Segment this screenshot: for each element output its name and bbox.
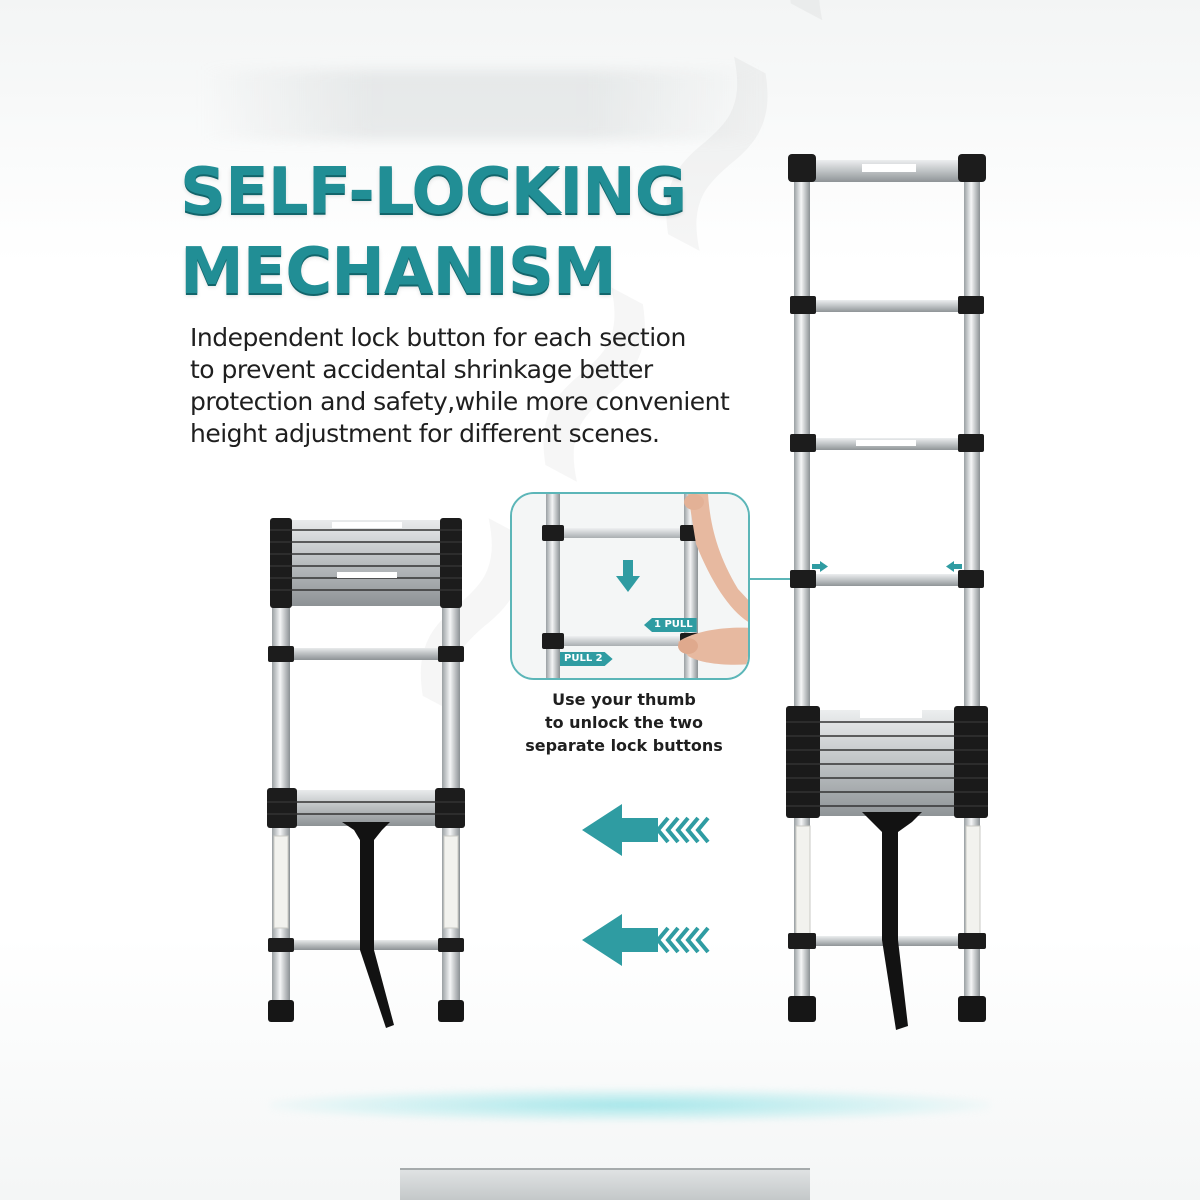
description-line-4: height adjustment for different scenes. [190,419,660,448]
thumb-caption: Use your thumb to unlock the two separat… [525,690,723,755]
description-line-1: Independent lock button for each section [190,323,686,352]
floor-surface [400,1168,810,1200]
collapsed-rung-stack-top [270,518,462,608]
headline-line-2: MECHANISM [180,235,617,309]
collapsed-rung-stack [786,706,988,818]
rung-with-lock-buttons [790,561,984,588]
carry-strap [342,822,394,1028]
arrow-left-icon [582,804,710,856]
arrow-left-icon [582,914,710,966]
floor-glow [270,1088,990,1122]
carry-strap [862,812,922,1030]
background-band [200,70,760,140]
collapsed-rung-stack-bottom [267,788,465,828]
lock-indicator-arrow-right [812,561,828,572]
closeup-illustration [512,494,748,678]
rung [790,296,984,314]
headline-line-1: SELF-LOCKING [180,155,687,229]
pull-2-label: PULL 2 [560,652,613,666]
lock-indicator-arrow-left [946,561,962,572]
rung [790,434,984,452]
lock-button-closeup: 1 PULL PULL 2 [510,492,750,680]
feature-description: Independent lock button for each section… [190,322,790,450]
top-cap [788,154,986,182]
description-line-2: to prevent accidental shrinkage better [190,355,653,384]
rung [268,646,464,662]
arrow-down-icon [616,560,640,592]
ladder-fully-extended [786,154,988,1030]
headline: SELF-LOCKING MECHANISM [180,152,700,312]
pull-1-label: 1 PULL [644,618,697,632]
ladder-partially-extended [267,518,465,1028]
description-line-3: protection and safety,while more conveni… [190,387,730,416]
